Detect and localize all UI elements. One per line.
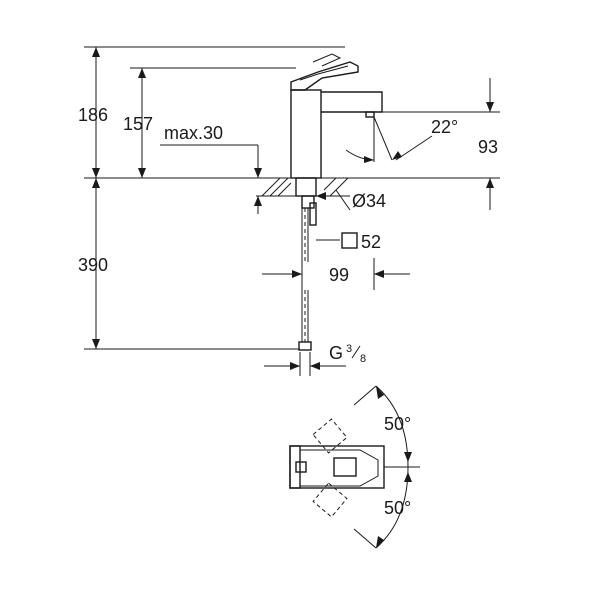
supply-hose xyxy=(301,208,309,342)
label-spout-height: 157 xyxy=(123,114,153,134)
mounting-nut xyxy=(295,177,317,197)
label-hose-length: 390 xyxy=(78,255,108,275)
shank-threaded-rod xyxy=(309,202,317,226)
label-total-height: 186 xyxy=(78,105,108,125)
label-angle-bottom: 50° xyxy=(384,498,411,518)
label-hole-diameter: Ø34 xyxy=(352,191,386,211)
spout-aerator xyxy=(365,111,375,118)
faucet-body xyxy=(290,89,322,179)
top-view-inlet xyxy=(295,461,307,473)
label-angle-top: 50° xyxy=(384,414,411,434)
label-square-size: 52 xyxy=(361,232,381,252)
faucet-spout xyxy=(321,91,383,113)
label-connection-den: 8 xyxy=(360,353,366,365)
top-view-body xyxy=(289,445,385,489)
square-symbol xyxy=(341,232,358,249)
top-view-back xyxy=(289,445,301,489)
handle-position-right xyxy=(312,482,348,518)
top-view-lever xyxy=(333,457,357,477)
label-spout-outlet-height: 93 xyxy=(478,137,498,157)
handle-position-left xyxy=(312,418,348,454)
label-connection-g: G xyxy=(329,343,343,363)
faucet-top-view xyxy=(289,385,420,549)
label-max-deck: max.30 xyxy=(164,123,223,143)
label-reach: 99 xyxy=(329,265,349,285)
hose-connector xyxy=(298,341,312,351)
faucet-side-view xyxy=(256,53,383,351)
dimension-lines xyxy=(84,46,500,376)
lever-top-detail xyxy=(312,53,342,67)
label-connection-num: 3 xyxy=(346,343,352,355)
dimension-labels: 186 157 max.30 22° 93 Ø34 52 99 390 G 3 … xyxy=(78,105,498,518)
label-projection-angle: 22° xyxy=(431,117,458,137)
mounting-shank xyxy=(301,195,315,209)
lever-highlight xyxy=(299,65,349,81)
deck-hatching xyxy=(261,177,349,197)
